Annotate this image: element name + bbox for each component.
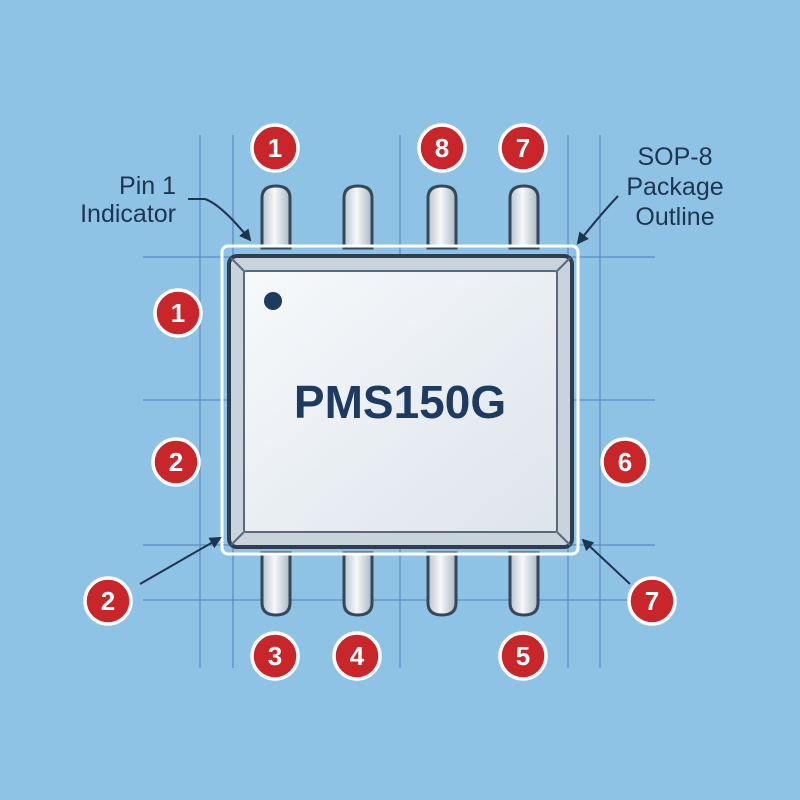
top-pin: [342, 184, 374, 250]
pin1-indicator-label: Pin 1 Indicator: [80, 172, 176, 228]
chip-bevel: [556, 531, 571, 546]
pin1-indicator-line2: Indicator: [80, 200, 176, 228]
chip-body-top: [243, 270, 558, 533]
marker-number: 4: [350, 641, 365, 671]
marker-circle: [417, 123, 467, 173]
top-pin: [260, 184, 292, 250]
chip-part-number: PMS150G: [294, 376, 506, 428]
package-outline-label: SOP-8 Package Outline: [626, 143, 723, 231]
top-pin: [508, 184, 540, 250]
marker-circle: [83, 576, 133, 626]
pin1-indicator-line1: Pin 1: [119, 172, 176, 200]
marker-top-8: 8: [417, 123, 467, 173]
marker-circle: [153, 288, 203, 338]
package-outline-arrow: [576, 195, 619, 245]
chip-bevel: [556, 257, 571, 272]
marker-left-1: 1: [153, 288, 203, 338]
chip-body: PMS150G: [227, 254, 574, 549]
marker-bottom-5: 5: [498, 631, 548, 681]
corner-br-arrow: [581, 538, 631, 585]
marker-circle: [498, 631, 548, 681]
top-pins: [260, 184, 540, 250]
pin-markers: 1 8 7 1 2 6 2 7: [83, 123, 677, 681]
marker-left-2: 2: [151, 437, 201, 487]
annotation-arrows: [139, 195, 631, 585]
bottom-pin: [260, 551, 292, 617]
marker-circle: [498, 123, 548, 173]
pin1-dot-icon: [264, 292, 282, 310]
marker-number: 2: [101, 586, 115, 616]
marker-right-6: 6: [600, 437, 650, 487]
marker-number: 3: [268, 641, 282, 671]
marker-corner-bl: 2: [83, 576, 133, 626]
pin1-indicator-arrow: [188, 198, 252, 242]
marker-circle: [600, 437, 650, 487]
package-outline-line1: SOP-8: [637, 143, 712, 171]
marker-number: 1: [171, 298, 185, 328]
marker-circle: [627, 576, 677, 626]
bottom-pin: [508, 551, 540, 617]
marker-circle: [250, 631, 300, 681]
package-outline-line3: Outline: [635, 203, 714, 231]
marker-bottom-4: 4: [332, 631, 382, 681]
bottom-pin: [426, 551, 458, 617]
marker-number: 1: [268, 133, 282, 163]
marker-number: 5: [516, 641, 530, 671]
marker-circle: [250, 123, 300, 173]
marker-number: 7: [516, 133, 530, 163]
chip-bevel: [230, 257, 245, 272]
bottom-pins: [260, 551, 540, 617]
marker-bottom-3: 3: [250, 631, 300, 681]
marker-top-1: 1: [250, 123, 300, 173]
bottom-pin: [342, 551, 374, 617]
marker-number: 2: [169, 447, 183, 477]
chip-bevel: [230, 531, 245, 546]
marker-circle: [151, 437, 201, 487]
package-outline-line2: Package: [626, 173, 723, 201]
marker-circle: [332, 631, 382, 681]
marker-number: 6: [618, 447, 632, 477]
marker-number: 8: [435, 133, 449, 163]
top-pin: [426, 184, 458, 250]
package-outline: [220, 244, 580, 556]
marker-number: 7: [645, 586, 659, 616]
marker-corner-br: 7: [627, 576, 677, 626]
marker-top-7: 7: [498, 123, 548, 173]
corner-bl-arrow: [139, 537, 222, 585]
